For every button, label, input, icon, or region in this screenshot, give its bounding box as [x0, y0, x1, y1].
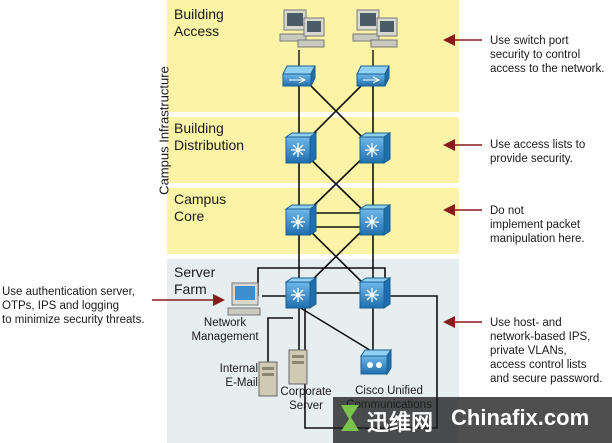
layer-label-access: Building Access: [174, 6, 224, 39]
links: [257, 73, 438, 429]
access-switches: [282, 65, 390, 87]
layer-label-core: Campus Core: [174, 191, 227, 224]
note-core: Do not implement packet manipulation her…: [490, 205, 585, 245]
note-access: Use switch port security to control acce…: [490, 35, 605, 75]
watermark-brand-en: Chinafix.com: [451, 405, 590, 430]
layer-label-server-farm: Server Farm: [174, 264, 216, 297]
corporate-server: [288, 349, 308, 385]
label-corporate-server: Corporate Server: [280, 386, 332, 412]
layer-label-distribution: Building Distribution: [174, 120, 245, 153]
label-network-management: Network Management: [191, 317, 259, 343]
watermark-brand-cn: 迅维网: [367, 410, 434, 435]
access-workstations: [279, 9, 398, 66]
multilayer-switches: [284, 132, 392, 309]
watermark-logo-icon: [341, 405, 359, 431]
watermark: 迅维网 Chinafix.com: [333, 397, 612, 443]
internal-email-server: [258, 361, 278, 397]
note-distribution: Use access lists to provide security.: [490, 139, 586, 165]
note-management: Use authentication server, OTPs, IPS and…: [2, 286, 145, 326]
label-internal-email: Internal E-Mail: [219, 363, 258, 389]
note-server-farm: Use host- and network-based IPS, private…: [490, 317, 603, 385]
network-management-workstation: [227, 282, 261, 316]
cisco-unified-communications-device: [360, 348, 392, 376]
annotation-arrows: [152, 34, 482, 328]
